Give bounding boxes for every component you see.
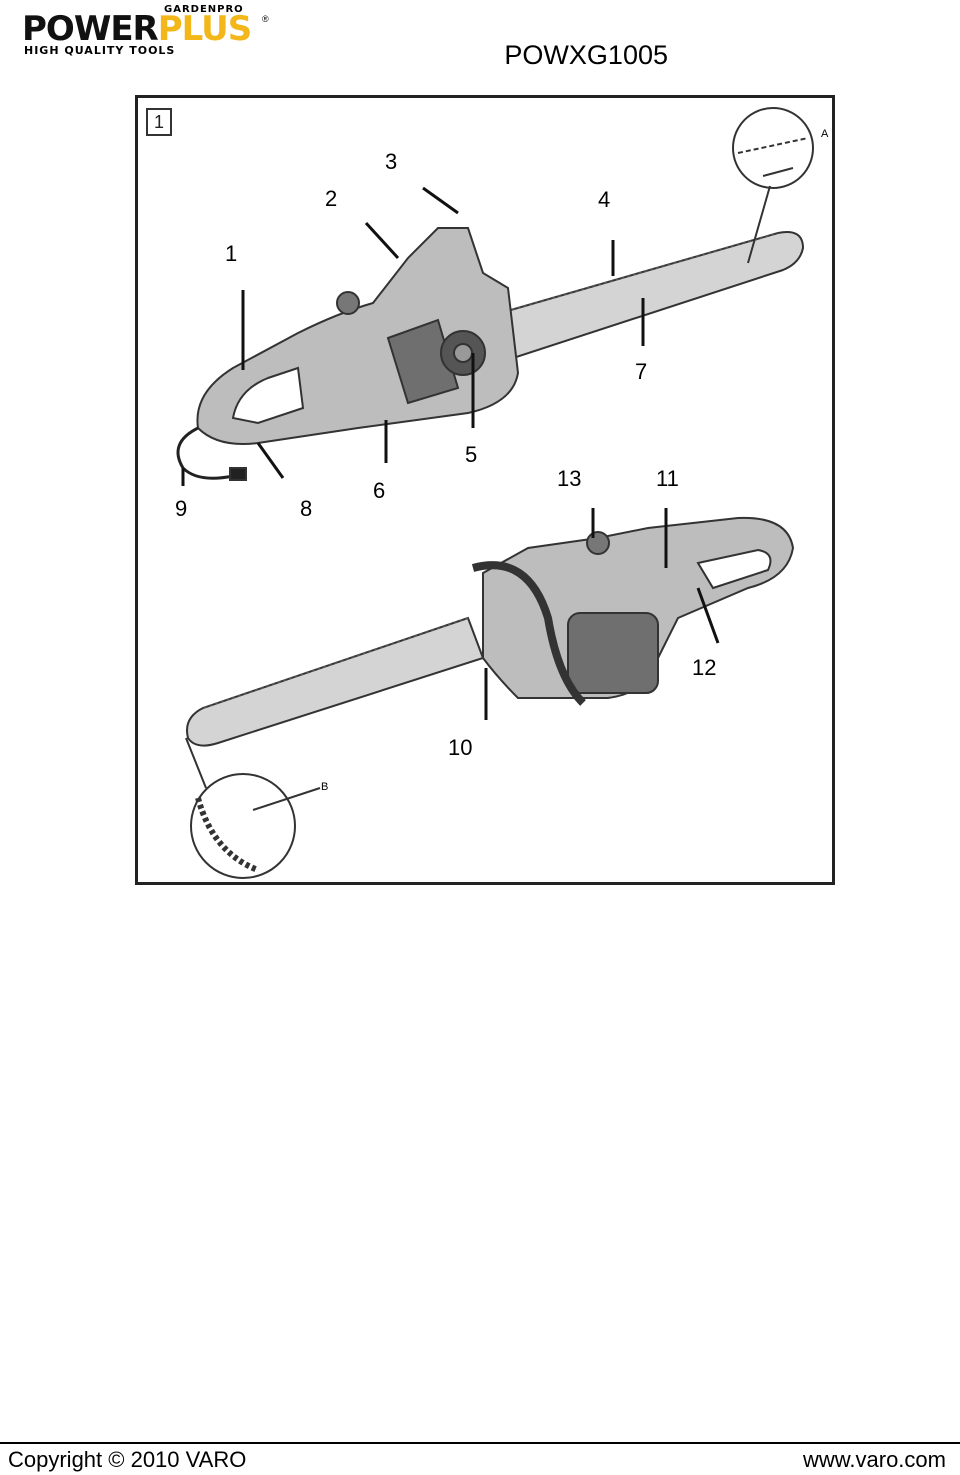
callout-8: 8 [300, 496, 313, 521]
brand-sub: GARDENPRO [164, 4, 244, 15]
chainsaw-illustration [176, 107, 814, 879]
figure-1-chainsaw-diagram: 1 A B 1 2 3 4 5 6 7 8 9 10 11 12 13 [135, 95, 835, 885]
detail-circle-a [732, 107, 814, 264]
callout-10: 10 [448, 735, 473, 760]
bottom-chainsaw [186, 516, 795, 747]
brand-name: POWERPLUS [22, 9, 252, 49]
detail-label-a: A [821, 128, 829, 140]
footer-divider [0, 1442, 960, 1444]
website-text: www.varo.com [802, 1447, 946, 1472]
callout-3: 3 [385, 149, 398, 174]
top-chainsaw [176, 227, 805, 481]
callout-1: 1 [225, 241, 238, 266]
callout-11: 11 [656, 466, 679, 491]
brand-name-power: POWER [22, 9, 159, 49]
brand-tagline: HIGH QUALITY TOOLS [24, 44, 176, 57]
detail-circle-b [185, 737, 321, 879]
brand-name-plus: PLUS [157, 9, 252, 49]
callout-4: 4 [598, 187, 611, 212]
callout-12: 12 [692, 655, 717, 680]
callout-9: 9 [175, 496, 188, 521]
model-number: POWXG1005 [504, 40, 668, 70]
figure-number: 1 [146, 108, 172, 136]
callout-13: 13 [557, 466, 582, 491]
leader-lines [181, 186, 720, 720]
callout-7: 7 [635, 359, 648, 384]
callout-6: 6 [373, 478, 386, 503]
registered-mark: ® [262, 14, 269, 24]
callout-5: 5 [465, 442, 478, 467]
brand-logo: GARDENPRO POWERPLUS ® HIGH QUALITY TOOLS [22, 4, 272, 57]
copyright-text: Copyright © 2010 VARO [8, 1447, 247, 1472]
detail-label-b: B [321, 781, 329, 793]
callout-2: 2 [325, 186, 338, 211]
